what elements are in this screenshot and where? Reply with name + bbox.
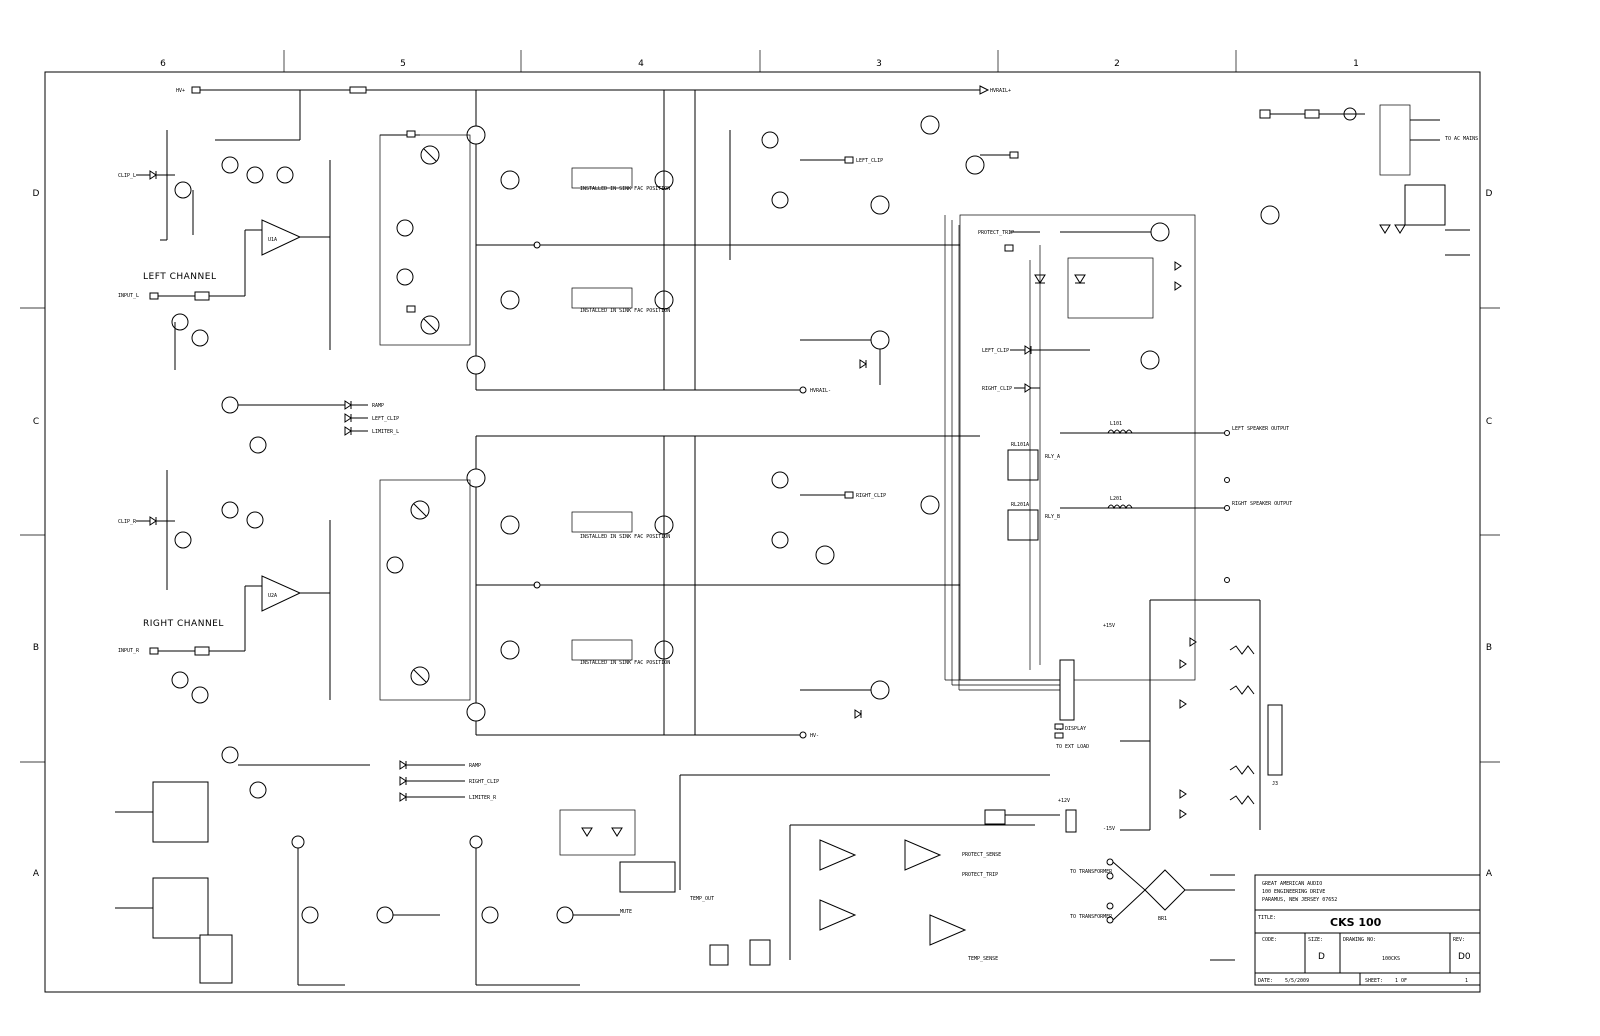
left-channel-heading: LEFT CHANNEL bbox=[143, 272, 216, 282]
col-2: 2 bbox=[1114, 59, 1120, 69]
opamp-right bbox=[261, 575, 302, 612]
plus15v-label: +15V bbox=[1103, 623, 1115, 629]
col-4: 4 bbox=[638, 59, 644, 69]
date-label: DATE: bbox=[1258, 978, 1273, 984]
installed-top-a: INSTALLED IN SINK FAC POSITION bbox=[580, 186, 670, 192]
to-ac-mains-label: TO AC MAINS bbox=[1445, 136, 1478, 142]
right-speaker-label: RIGHT SPEAKER OUTPUT bbox=[1232, 501, 1292, 507]
control-block: TEMP_OUT PROTECT_SENSE PROTECT_TRIP TEMP… bbox=[619, 774, 1077, 966]
col-3: 3 bbox=[876, 59, 882, 69]
hv-plus-label: HV+ bbox=[176, 88, 185, 94]
title-block: GREAT AMERICAN AUDIO 100 ENGINEERING DRI… bbox=[1254, 874, 1481, 986]
opamp-right-ref: U2A bbox=[268, 593, 277, 599]
rev-value: D0 bbox=[1458, 952, 1471, 962]
input-l-label: INPUT_L bbox=[118, 293, 139, 299]
row-b-left: B bbox=[33, 643, 39, 653]
col-1: 1 bbox=[1353, 59, 1359, 69]
size-label: SIZE: bbox=[1308, 937, 1323, 943]
protection-relay-block: PROTECT_TRIP LEFT_CLIP RIGHT_CLIP RL101A… bbox=[944, 205, 1292, 750]
row-a-left: A bbox=[33, 869, 40, 879]
hv-minus-label: HV- bbox=[810, 733, 819, 739]
installed-bot-b: INSTALLED IN SINK FAC POSITION bbox=[580, 660, 670, 666]
code-label: CODE: bbox=[1262, 937, 1277, 943]
minus15v-label: -15V bbox=[1103, 826, 1115, 832]
inductor-right-ref: L201 bbox=[1110, 496, 1122, 502]
column-ruler-top: 6 5 4 3 2 1 bbox=[45, 50, 1480, 73]
date-value: 5/5/2009 bbox=[1285, 978, 1309, 984]
row-ruler: D C B A D C B A bbox=[20, 189, 1500, 879]
right-channel-block: CLIP_R INPUT_R U2A RAMP RIGHT_CLIP bbox=[118, 435, 980, 802]
bridge-ref: BR1 bbox=[1158, 916, 1167, 922]
title-label: TITLE: bbox=[1258, 915, 1276, 921]
row-d-right: D bbox=[1486, 189, 1493, 199]
limiter-r-label: LIMITER_R bbox=[469, 795, 497, 801]
left-clip-label-c: LEFT_CLIP bbox=[982, 348, 1009, 354]
to-ext-load-label: TO EXT LOAD bbox=[1056, 744, 1089, 750]
left-channel-block: HV+ HVRAIL+ CLIP_L INPUT_L U1A bbox=[118, 85, 1019, 454]
protect-trip-label-b: PROTECT_TRIP bbox=[962, 872, 998, 878]
drawing-title: CKS 100 bbox=[1330, 916, 1382, 929]
mute-label: MUTE bbox=[620, 909, 632, 915]
hvrail-plus-label: HVRAIL+ bbox=[990, 88, 1011, 94]
temp-sense-label: TEMP_SENSE bbox=[968, 956, 998, 962]
ramp-label-right: RAMP bbox=[469, 763, 481, 769]
protect-trip-label: PROTECT_TRIP bbox=[978, 230, 1014, 236]
protect-sense-label: PROTECT_SENSE bbox=[962, 852, 1001, 858]
row-c-right: C bbox=[1486, 417, 1492, 427]
relay-a-label: RLY_A bbox=[1045, 454, 1060, 460]
to-transformer-a: TO TRANSFORMER bbox=[1070, 869, 1113, 875]
relay-b-label: RLY_B bbox=[1045, 514, 1060, 520]
row-c-left: C bbox=[33, 417, 39, 427]
right-clip-label-b: RIGHT_CLIP bbox=[856, 493, 886, 499]
right-clip-label-c: RIGHT_CLIP bbox=[982, 386, 1012, 392]
title-company: GREAT AMERICAN AUDIO bbox=[1262, 881, 1322, 887]
hvrail-minus-label: HVRAIL- bbox=[810, 388, 831, 394]
sheet-value: 1 OF bbox=[1395, 978, 1407, 984]
sheet-total: 1 bbox=[1465, 978, 1468, 984]
opto-block: MUTE bbox=[115, 781, 636, 986]
sheet-border bbox=[44, 71, 1481, 993]
temp-out-label: TEMP_OUT bbox=[690, 896, 714, 902]
drawing-no-label: DRAWING NO: bbox=[1343, 937, 1376, 943]
left-speaker-label: LEFT SPEAKER OUTPUT bbox=[1232, 426, 1289, 432]
opamp-left-ref: U1A bbox=[268, 237, 277, 243]
size-value: D bbox=[1318, 952, 1325, 962]
title-address2: PARAMUS, NEW JERSEY 07652 bbox=[1262, 897, 1337, 903]
inductor-left-ref: L101 bbox=[1110, 421, 1122, 427]
rev-label: REV: bbox=[1453, 937, 1465, 943]
row-d-left: D bbox=[33, 189, 40, 199]
left-clip-label-a: LEFT_CLIP bbox=[372, 416, 399, 422]
to-transformer-b: TO TRANSFORMER bbox=[1070, 914, 1113, 920]
j3-ref: J3 bbox=[1272, 781, 1278, 787]
col-5: 5 bbox=[400, 59, 406, 69]
relay-a-ref: RL101A bbox=[1011, 442, 1029, 448]
right-channel-heading: RIGHT CHANNEL bbox=[143, 619, 224, 629]
relay-b-ref: RL201A bbox=[1011, 502, 1029, 508]
col-6: 6 bbox=[160, 59, 166, 69]
sheet-label: SHEET: bbox=[1365, 978, 1383, 984]
ramp-label-left: RAMP bbox=[372, 403, 384, 409]
to-display-label: TO DISPLAY bbox=[1056, 726, 1086, 732]
title-address1: 100 ENGINEERING DRIVE bbox=[1262, 889, 1325, 895]
opamp-left bbox=[261, 219, 302, 256]
limiter-l-label: LIMITER_L bbox=[372, 429, 399, 435]
row-b-right: B bbox=[1486, 643, 1492, 653]
bridge-rectifier bbox=[1144, 869, 1186, 911]
row-a-right: A bbox=[1486, 869, 1493, 879]
drawing-no-value: 100CKS bbox=[1382, 956, 1400, 962]
input-r-label: INPUT_R bbox=[118, 648, 140, 654]
installed-top-b: INSTALLED IN SINK FAC POSITION bbox=[580, 534, 670, 540]
plus12v-label: +12V bbox=[1058, 798, 1070, 804]
left-clip-label-b: LEFT_CLIP bbox=[856, 158, 883, 164]
right-clip-label-a: RIGHT_CLIP bbox=[469, 779, 499, 785]
installed-bot-a: INSTALLED IN SINK FAC POSITION bbox=[580, 308, 670, 314]
clip-l-label: CLIP_L bbox=[118, 173, 136, 179]
power-supply-block: TO AC MAINS J3 +15V -15V BR1 TO TRANSFOR… bbox=[1070, 104, 1478, 961]
clip-r-label: CLIP_R bbox=[118, 519, 137, 525]
